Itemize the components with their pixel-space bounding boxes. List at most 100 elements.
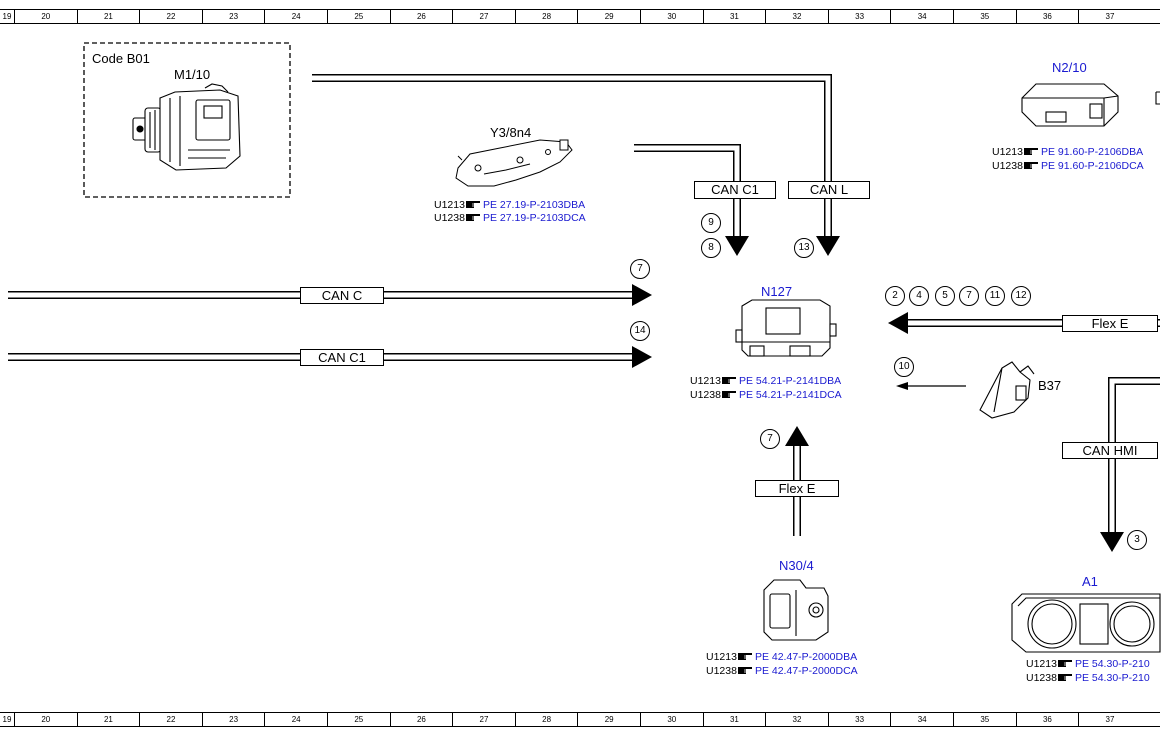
reference-line: U1238 PE 54.21-P-2141DCA — [690, 389, 842, 402]
component-label-m1-10: M1/10 — [174, 67, 211, 82]
component-label-b37: B37 — [1038, 378, 1062, 393]
bus-label-flex-e-right: Flex E — [1062, 315, 1158, 332]
ruler-column-label: 33 — [827, 10, 891, 23]
document-link[interactable]: PE 54.30-P-210 — [1074, 658, 1150, 670]
marker-5: 5 — [935, 286, 955, 306]
ruler-column-label: 35 — [953, 10, 1016, 23]
ruler-column-label: 37 — [1078, 10, 1141, 23]
pointing-hand-icon — [1057, 674, 1072, 681]
reference-line: U1238 PE 91.60-P-2106DCA — [992, 160, 1144, 173]
ruler-column-label: 32 — [765, 10, 828, 23]
bus-label-can-c1-left: CAN C1 — [300, 349, 384, 366]
reference-line: U1213 PE 54.30-P-210 — [1026, 658, 1150, 671]
marker-7: 7 — [959, 286, 979, 306]
ruler-column-label: 21 — [76, 10, 140, 23]
document-link[interactable]: PE 91.60-P-2106DBA — [1040, 146, 1144, 158]
document-link[interactable]: PE 27.19-P-2103DBA — [482, 199, 586, 211]
document-link[interactable]: PE 54.21-P-2141DBA — [738, 375, 842, 387]
ruler-column-label: 31 — [702, 713, 766, 726]
ruler-column-label: 33 — [827, 713, 891, 726]
control-unit-n2-10-drawing — [1021, 83, 1119, 127]
alternator-drawing — [132, 83, 241, 171]
valve-body-plate-drawing — [455, 139, 573, 187]
marker-14: 14 — [630, 321, 650, 341]
variant-code: U1213 — [1026, 658, 1057, 670]
pointing-hand-icon — [1023, 162, 1038, 169]
document-link[interactable]: PE 42.47-P-2000DBA — [754, 651, 858, 663]
document-link[interactable]: PE 27.19-P-2103DCA — [482, 212, 586, 224]
reference-line: U1213 PE 91.60-P-2106DBA — [992, 146, 1143, 159]
pedal-sensor-drawing — [979, 361, 1035, 419]
document-link[interactable]: PE 91.60-P-2106DCA — [1040, 160, 1144, 172]
variant-code: U1238 — [706, 665, 737, 677]
marker-10: 10 — [894, 357, 914, 377]
pointing-hand-icon — [465, 214, 480, 221]
marker-7: 7 — [630, 259, 650, 279]
component-label-n30-4: N30/4 — [779, 558, 814, 573]
pointing-hand-icon — [1057, 660, 1072, 667]
option-box-frame — [83, 42, 291, 198]
marker-3: 3 — [1127, 530, 1147, 550]
reference-line: U1238 PE 42.47-P-2000DCA — [706, 665, 858, 678]
document-link[interactable]: PE 42.47-P-2000DCA — [754, 665, 858, 677]
ruler-column-label: 22 — [139, 10, 202, 23]
pointing-hand-icon — [465, 201, 480, 208]
marker-9: 9 — [701, 213, 721, 233]
bus-label-can-l: CAN L — [788, 181, 870, 199]
ruler-column-label: 34 — [890, 10, 953, 23]
ruler-column-label: 36 — [1015, 713, 1079, 726]
ruler-column-label: 27 — [452, 713, 515, 726]
variant-code: U1213 — [690, 375, 721, 387]
ruler-column-label: 31 — [702, 10, 766, 23]
ruler-column-label: 36 — [1015, 10, 1079, 23]
ruler-column-label: 30 — [640, 713, 703, 726]
reference-line: U1213 PE 54.21-P-2141DBA — [690, 375, 841, 388]
bus-label-can-hmi: CAN HMI — [1062, 442, 1158, 459]
ruler-column-label: 24 — [264, 10, 327, 23]
ruler-column-label: 37 — [1078, 713, 1141, 726]
ruler-column-label: 20 — [14, 10, 77, 23]
component-label-n2-10: N2/10 — [1052, 60, 1087, 75]
marker-2: 2 — [885, 286, 905, 306]
ruler-column-label: 26 — [389, 713, 453, 726]
instrument-cluster-drawing — [1011, 593, 1161, 653]
ruler-column-label: 28 — [514, 713, 578, 726]
ruler-column-label: 29 — [577, 10, 640, 23]
ruler-column-label: 24 — [264, 713, 327, 726]
bus-label-flex-e-bottom: Flex E — [755, 480, 839, 497]
marker-7: 7 — [760, 429, 780, 449]
ruler-column-label: 30 — [640, 10, 703, 23]
marker-12: 12 — [1011, 286, 1031, 306]
ruler-column-label: 20 — [14, 713, 77, 726]
ruler-column-label: 34 — [890, 713, 953, 726]
component-label-n127: N127 — [761, 284, 793, 299]
pointing-hand-icon — [721, 377, 736, 384]
ruler-column-label: 29 — [577, 713, 640, 726]
variant-code: U1238 — [992, 160, 1023, 172]
variant-code: U1238 — [1026, 672, 1057, 684]
control-unit-n127-drawing — [735, 299, 837, 357]
ruler-column-label: 27 — [452, 10, 515, 23]
variant-code: U1213 — [706, 651, 737, 663]
component-label-a1: A1 — [1082, 574, 1098, 589]
ruler-column-label: 22 — [139, 713, 202, 726]
document-link[interactable]: PE 54.30-P-210 — [1074, 672, 1150, 684]
variant-code: U1238 — [690, 389, 721, 401]
variant-code: U1213 — [434, 199, 465, 211]
variant-code: U1238 — [434, 212, 465, 224]
bus-label-can-c: CAN C — [300, 287, 384, 304]
ruler-column-label: 23 — [201, 10, 265, 23]
camera-module-drawing — [763, 579, 829, 641]
variant-code: U1213 — [992, 146, 1023, 158]
document-link[interactable]: PE 54.21-P-2141DCA — [738, 389, 842, 401]
ruler-column-label: 35 — [953, 713, 1016, 726]
pointing-hand-icon — [721, 391, 736, 398]
ruler-column-label: 25 — [327, 713, 390, 726]
reference-line: U1213 PE 42.47-P-2000DBA — [706, 651, 857, 664]
ruler-column-label: 19 — [2, 12, 12, 21]
pointing-hand-icon — [737, 653, 752, 660]
pointing-hand-icon — [737, 667, 752, 674]
